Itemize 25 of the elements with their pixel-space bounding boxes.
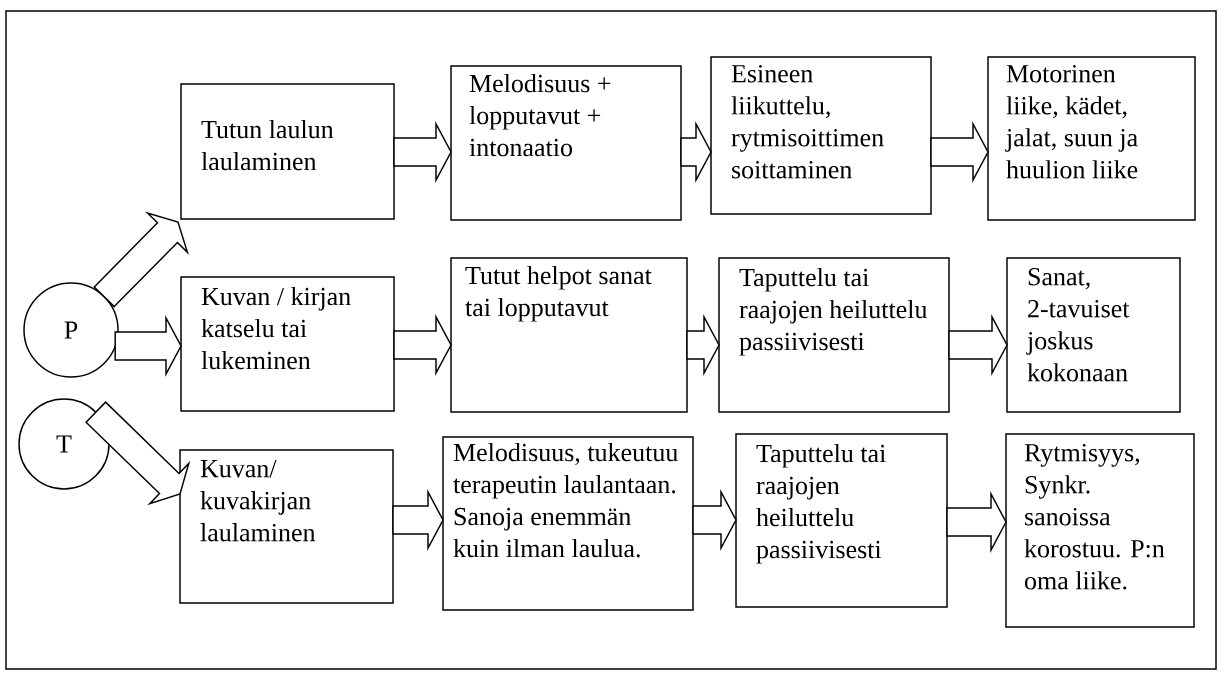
block-arrow: [392, 489, 444, 551]
block-arrow: [93, 211, 189, 308]
text-box: Sanat, 2-tavuiset joskus kokonaan: [1006, 257, 1181, 413]
text-box: Rytmisyys, Synkr. sanoissa korostuu. P:n oma liike.: [1005, 433, 1195, 628]
block-arrow: [948, 314, 1008, 376]
text-box: Kuvan/ kuvakirjan laulaminen: [179, 449, 394, 604]
text-box: Tutun laulun laulaminen: [180, 83, 395, 220]
block-arrow: [930, 121, 989, 183]
text-box: Motorinen liike, kädet, jalat, suun ja huulion liike: [987, 56, 1196, 221]
block-arrow: [85, 401, 191, 506]
text-box: Tutut helpot sanat tai lopputavut: [450, 257, 688, 413]
text-box: Taputtelu tai raajojen heiluttelu passiivisesti: [735, 433, 948, 608]
block-arrow: [114, 315, 182, 377]
block-arrow: [946, 491, 1007, 553]
text-box: Melodisuus, tukeutuu terapeutin laulantaan. Sanoja enemmän kuin ilman laulua.: [442, 436, 694, 611]
text-box: Kuvan / kirjan katselu tai lukeminen: [180, 276, 395, 412]
block-arrow: [680, 121, 712, 183]
text-box: Taputtelu tai raajojen heiluttelu passiivisesti: [718, 257, 950, 413]
block-arrow: [393, 121, 452, 183]
block-arrow: [393, 314, 452, 376]
block-arrow: [686, 314, 720, 376]
circle-node: P: [23, 282, 119, 378]
text-box: Melodisuus + lopputavut + intonaatio: [450, 65, 682, 221]
block-arrow: [692, 489, 737, 551]
text-box: Esineen liikuttelu, rytmisoittimen soittaminen: [710, 56, 932, 215]
